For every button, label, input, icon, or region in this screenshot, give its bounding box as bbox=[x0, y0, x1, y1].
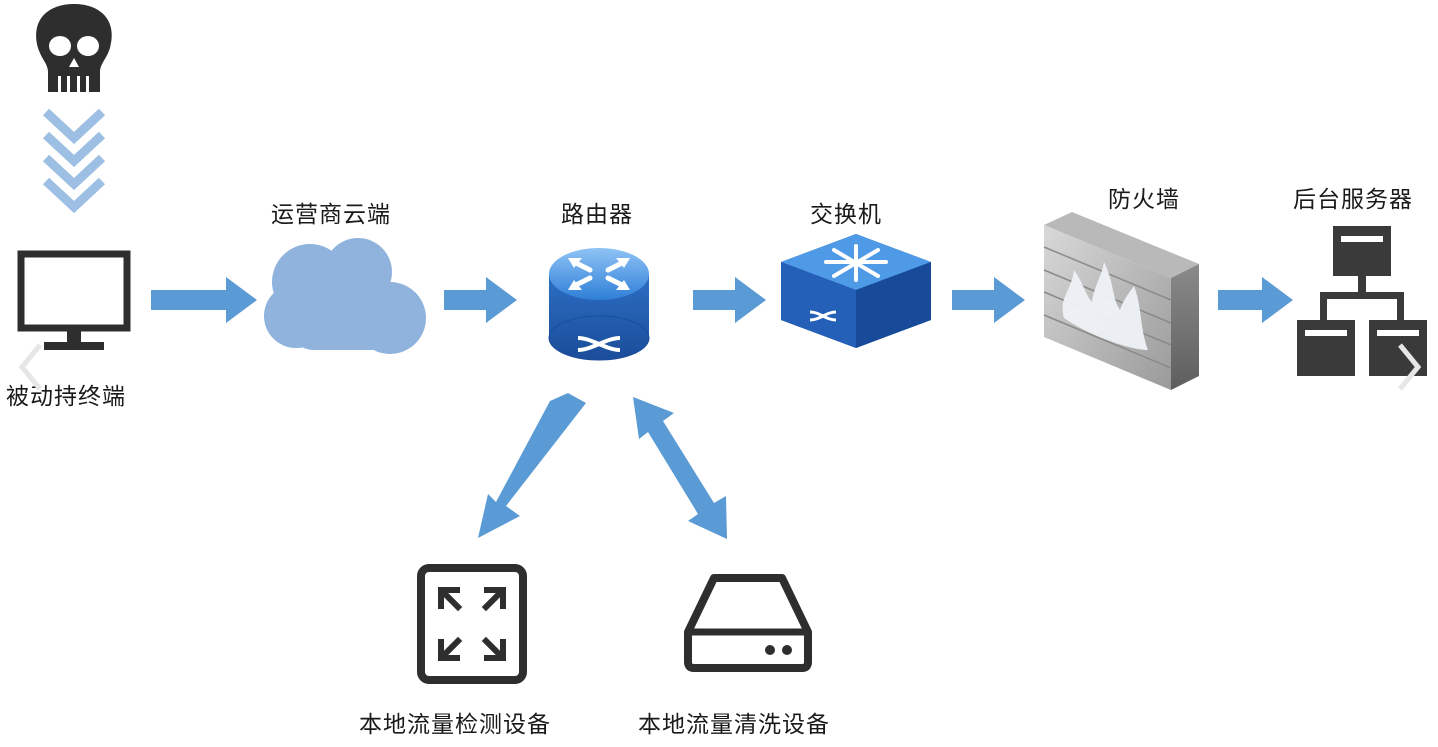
hard-drive-icon bbox=[684, 574, 812, 672]
carousel-next-icon[interactable] bbox=[1388, 337, 1432, 397]
router-icon bbox=[548, 248, 650, 361]
arrow-to-detect bbox=[478, 393, 586, 538]
terminal-label: 被动持终端 bbox=[6, 384, 126, 410]
detect-label: 本地流量检测设备 bbox=[359, 712, 551, 738]
cloud-label: 运营商云端 bbox=[271, 202, 391, 228]
skull-icon bbox=[36, 4, 112, 92]
switch-icon bbox=[781, 234, 931, 348]
carousel-prev-icon[interactable] bbox=[10, 337, 54, 397]
flow-arrows bbox=[151, 277, 1293, 323]
firewall-label: 防火墙 bbox=[1108, 187, 1180, 213]
arrow-to-clean bbox=[633, 397, 727, 539]
clean-label: 本地流量清洗设备 bbox=[638, 712, 830, 738]
firewall-icon bbox=[1043, 212, 1199, 390]
chevron-down-icon bbox=[42, 108, 106, 214]
expand-icon bbox=[417, 564, 527, 684]
monitor-icon bbox=[17, 250, 131, 350]
server-label: 后台服务器 bbox=[1293, 187, 1413, 213]
router-label: 路由器 bbox=[561, 202, 633, 228]
cloud-icon bbox=[264, 238, 426, 354]
server-icon bbox=[1297, 226, 1427, 376]
switch-label: 交换机 bbox=[810, 202, 882, 228]
